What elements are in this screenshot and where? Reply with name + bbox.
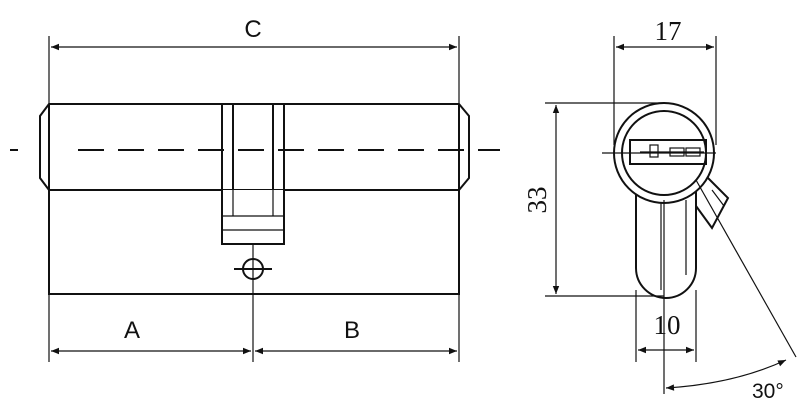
label-c: C (244, 16, 261, 43)
label-17: 17 (655, 16, 682, 46)
side-view: C A B (10, 16, 500, 362)
end-body (635, 176, 697, 299)
label-b: B (344, 317, 360, 344)
label-a: A (124, 317, 140, 344)
keyway (629, 139, 707, 165)
label-33: 33 (522, 187, 552, 214)
cam-lobe (695, 177, 730, 230)
angle-arc (665, 359, 787, 391)
right-barrel (283, 103, 470, 191)
end-view: 17 33 10 30° (522, 16, 797, 403)
left-barrel (39, 103, 223, 191)
center-cam (221, 103, 285, 245)
label-10: 10 (654, 310, 681, 340)
label-30-deg: 30° (752, 380, 784, 403)
angle-ref-slanted (695, 179, 797, 358)
